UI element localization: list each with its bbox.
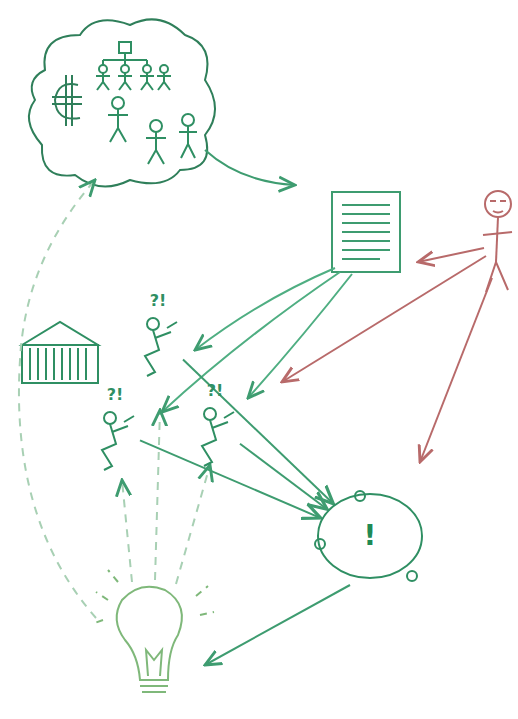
- puzzle-mark: ?!: [133, 292, 183, 310]
- figure-head: [147, 318, 159, 330]
- observer-figure: [483, 191, 512, 292]
- circle-bead: [407, 571, 417, 581]
- figure-node: ?!: [90, 386, 140, 474]
- figure-strokes: [145, 318, 177, 376]
- figure-head: [104, 412, 116, 424]
- figure-arm: [155, 322, 177, 338]
- document-arrows: [162, 268, 352, 412]
- figure-arm: [112, 416, 134, 432]
- figure-strokes: [102, 412, 134, 470]
- insight-node: !: [312, 488, 428, 584]
- document: [332, 192, 400, 272]
- cloud-to-document-arrow: [205, 150, 295, 185]
- institution-building: [22, 322, 98, 383]
- circle-strokes: [315, 491, 422, 581]
- inspiration-dashes: [19, 180, 210, 618]
- circle-bead: [355, 491, 365, 501]
- puzzle-mark: ?!: [90, 386, 140, 404]
- insight-to-bulb-arrow: [205, 585, 350, 665]
- thought-arrow: [140, 440, 321, 518]
- insight-mark: !: [364, 521, 377, 551]
- figure-node: ?!: [190, 382, 240, 470]
- thought-arrow: [240, 444, 327, 509]
- org-chart: [96, 42, 171, 90]
- figure-head: [204, 408, 216, 420]
- thought-cloud: [29, 19, 215, 186]
- puzzle-mark: ?!: [190, 382, 240, 400]
- circle-outline: [318, 494, 422, 578]
- circle-bead: [315, 539, 325, 549]
- currency-symbol: [52, 75, 82, 126]
- figure-strokes: [202, 408, 234, 466]
- figure-arm: [212, 412, 234, 428]
- light-bulb: [92, 570, 214, 692]
- thought-arrow: [183, 360, 333, 504]
- people: [108, 97, 197, 164]
- figure-node: ?!: [133, 292, 183, 380]
- observer-arrows: [282, 248, 492, 462]
